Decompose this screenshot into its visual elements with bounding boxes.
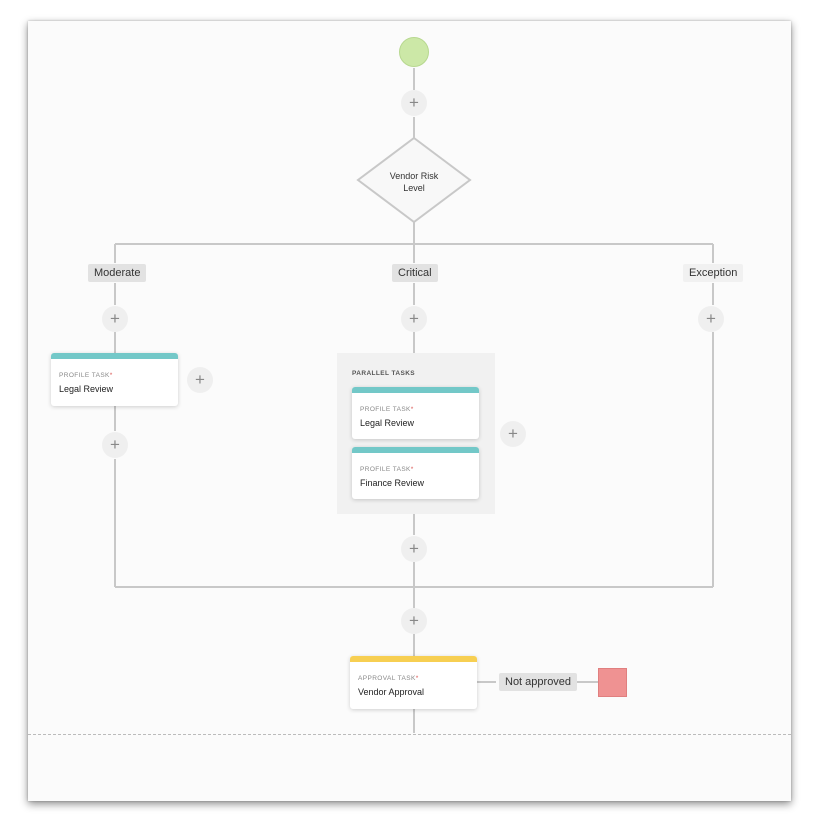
parallel-title: PARALLEL TASKS bbox=[352, 370, 416, 377]
task-kind: PROFILE TASK* bbox=[360, 466, 414, 473]
add-step-button[interactable]: + bbox=[401, 536, 427, 562]
branch-label-exception[interactable]: Exception bbox=[683, 264, 744, 282]
canvas-divider bbox=[28, 734, 791, 735]
task-color-bar bbox=[350, 656, 477, 662]
start-node[interactable] bbox=[399, 37, 429, 67]
task-color-bar bbox=[51, 353, 178, 359]
add-step-button[interactable]: + bbox=[401, 90, 427, 116]
add-step-button[interactable]: + bbox=[102, 306, 128, 332]
task-kind: PROFILE TASK* bbox=[59, 372, 113, 379]
task-kind: PROFILE TASK* bbox=[360, 406, 414, 413]
parallel-tasks-group: PARALLEL TASKS PROFILE TASK* Legal Revie… bbox=[337, 353, 495, 514]
task-name: Legal Review bbox=[59, 384, 114, 394]
task-card-finance-review[interactable]: PROFILE TASK* Finance Review bbox=[352, 447, 479, 499]
task-kind: APPROVAL TASK* bbox=[358, 675, 419, 682]
branch-label-moderate[interactable]: Moderate bbox=[88, 264, 147, 282]
branch-label-critical[interactable]: Critical bbox=[392, 264, 438, 282]
add-step-button[interactable]: + bbox=[102, 432, 128, 458]
add-step-button[interactable]: + bbox=[401, 608, 427, 634]
rejection-label[interactable]: Not approved bbox=[499, 673, 578, 691]
decision-label: Vendor Risk Level bbox=[389, 171, 439, 193]
task-card-legal-review[interactable]: PROFILE TASK* Legal Review bbox=[51, 353, 178, 406]
add-step-button[interactable]: + bbox=[401, 306, 427, 332]
end-node-rejected[interactable] bbox=[598, 668, 627, 697]
task-color-bar bbox=[352, 387, 479, 393]
task-card-vendor-approval[interactable]: APPROVAL TASK* Vendor Approval bbox=[350, 656, 477, 709]
decision-diamond[interactable] bbox=[356, 136, 472, 224]
add-step-button[interactable]: + bbox=[698, 306, 724, 332]
task-color-bar bbox=[352, 447, 479, 453]
workflow-canvas: + Vendor Risk Level Moderate Critical Ex… bbox=[28, 21, 791, 801]
task-name: Vendor Approval bbox=[358, 687, 425, 697]
add-parallel-button[interactable]: + bbox=[187, 367, 213, 393]
task-name: Finance Review bbox=[360, 478, 425, 488]
task-card-legal-review[interactable]: PROFILE TASK* Legal Review bbox=[352, 387, 479, 439]
add-parallel-button[interactable]: + bbox=[500, 421, 526, 447]
connector-lines bbox=[114, 68, 714, 733]
task-name: Legal Review bbox=[360, 418, 415, 428]
